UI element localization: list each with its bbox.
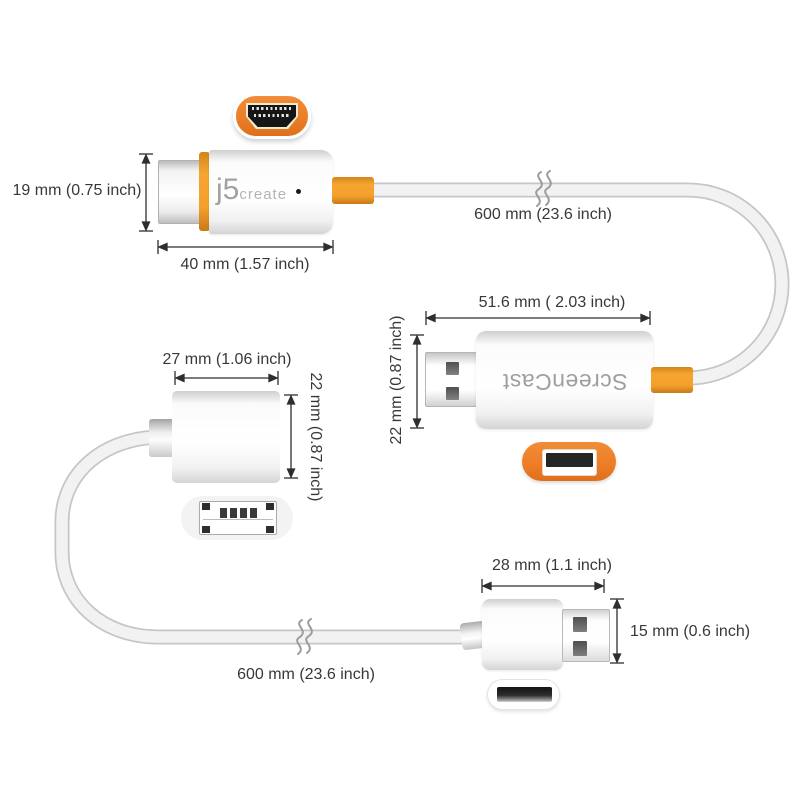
screencast-strain-relief	[651, 367, 693, 393]
hdmi-pin-row-bottom	[254, 114, 290, 117]
dongle-body	[209, 150, 333, 234]
usb-receptacle-front	[199, 501, 277, 535]
screencast-width-label: 51.6 mm ( 2.03 inch)	[478, 294, 626, 311]
dongle-strain-relief	[332, 177, 374, 204]
receptacle-corner	[266, 503, 274, 510]
usb-port-shell	[542, 449, 597, 476]
dongle-height-label: 19 mm (0.75 inch)	[12, 182, 142, 199]
usb-contact	[573, 641, 587, 656]
logo-create-text: create	[239, 186, 288, 203]
screencast-height-label: 22 mm (0.87 inch)	[388, 315, 405, 445]
usb-plug-front-icon	[487, 679, 560, 710]
usb-plug-slot	[497, 687, 552, 702]
coupler-collar	[149, 419, 175, 457]
usb-plug-body	[482, 599, 563, 670]
usb-port-cavity	[546, 453, 593, 467]
dongle-orange-ring	[199, 152, 210, 231]
cable-bottom-length-label: 600 mm (23.6 inch)	[237, 666, 375, 683]
receptacle-corner	[202, 503, 210, 510]
hdmi-pin-row-top	[252, 107, 292, 110]
usb-plug-metal	[562, 609, 610, 662]
receptacle-contact	[240, 508, 247, 518]
dongle-width-label: 40 mm (1.57 inch)	[180, 256, 310, 273]
receptacle-contact	[230, 508, 237, 518]
cable-break-icon	[296, 618, 313, 655]
usb-receptacle-icon	[181, 496, 293, 540]
receptacle-corner	[266, 526, 274, 533]
coupler-width-label: 27 mm (1.06 inch)	[162, 351, 292, 368]
receptacle-contact	[220, 508, 227, 518]
usb-contact	[446, 387, 459, 400]
screencast-usb-plug	[425, 352, 477, 407]
usb-port-icon	[522, 442, 616, 481]
usb-contact	[573, 617, 587, 632]
usb-plug-width-label: 28 mm (1.1 inch)	[491, 557, 613, 574]
cable-break-icon	[535, 170, 552, 207]
screencast-label: ScreenCast	[502, 369, 628, 395]
receptacle-divider	[203, 519, 273, 520]
dongle-led-dot	[296, 188, 302, 194]
hdmi-port-icon	[233, 93, 311, 139]
hdmi-plug-side	[158, 160, 202, 224]
cable-top-length-label: 600 mm (23.6 inch)	[474, 206, 612, 223]
receptacle-contact	[250, 508, 257, 518]
usb-plug-height-label: 15 mm (0.6 inch)	[630, 623, 751, 640]
coupler-body	[172, 391, 280, 483]
screencast-body	[476, 331, 653, 429]
logo-j5-text: j5	[216, 173, 240, 206]
usb-contact	[446, 362, 459, 375]
coupler-height-label: 22 mm (0.87 inch)	[307, 372, 324, 502]
receptacle-corner	[202, 526, 210, 533]
